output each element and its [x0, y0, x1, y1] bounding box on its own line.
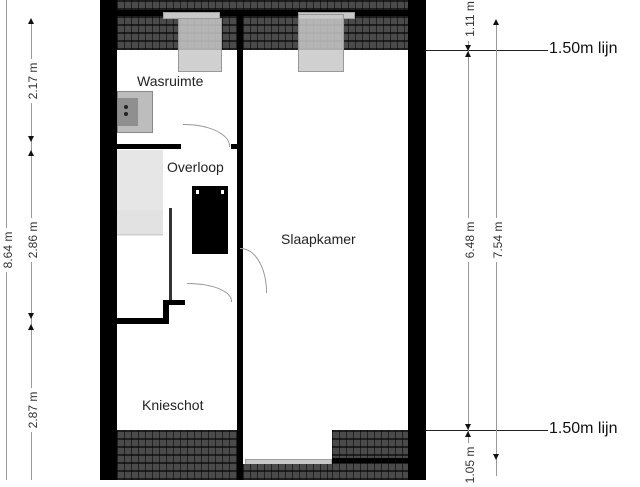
door-wasruimte[interactable] [183, 124, 230, 147]
stair-step [117, 222, 163, 235]
door-slaapkamer[interactable] [240, 248, 267, 293]
arrow-icon [493, 19, 499, 25]
room-label-slaapkamer: Slaapkamer [281, 231, 356, 247]
wall-bottom-beam [332, 458, 408, 463]
line-150m-bottom-label: 1.50m lijn [549, 420, 618, 437]
arrow-icon [28, 150, 34, 156]
hatch-hinge-icon [196, 190, 199, 194]
wall-right [408, 0, 426, 480]
knob-icon [124, 112, 128, 116]
arrow-icon [465, 431, 471, 437]
hatch [192, 186, 228, 254]
room-label-overloop: Overloop [167, 159, 224, 175]
wall-left [100, 0, 117, 480]
line-150m-top-label: 1.50m lijn [549, 40, 618, 57]
roof-tiles-bottom-right [332, 430, 408, 480]
wall-overloop-bottom [117, 318, 169, 324]
dimension-label-middle: 2.86 m [26, 218, 40, 262]
line-150m-top [426, 50, 548, 51]
skylight-slaapkamer [298, 14, 344, 72]
dimension-label-top-offset: 1.11 m [463, 0, 477, 41]
room-label-wasruimte: Wasruimte [137, 73, 204, 89]
knob-icon [124, 105, 128, 109]
wall-interior-vertical [237, 14, 243, 480]
staircase [117, 150, 163, 236]
arrow-icon [493, 454, 499, 460]
roof-tiles-top [117, 0, 408, 50]
dimension-label-total: 8.64 m [1, 228, 15, 272]
dimension-label-top: 2.17 m [26, 59, 40, 103]
wall-wasruimte-bottom-left [117, 144, 181, 149]
dimension-label-outer-height: 7.54 m [491, 218, 505, 262]
wall-overloop-bottom-short [169, 300, 185, 305]
wall-overloop-bottom-step [163, 300, 169, 324]
dimension-label-bottom: 2.87 m [26, 388, 40, 432]
roof-tiles-bottom-middle [243, 464, 332, 480]
arrow-icon [465, 45, 471, 51]
arrow-icon [28, 313, 34, 319]
arrow-icon [28, 18, 34, 24]
room-label-knieschot: Knieschot [142, 397, 204, 413]
line-150m-bottom [426, 430, 548, 431]
railing [169, 208, 172, 303]
arrow-icon [28, 324, 34, 330]
hatch-hinge-icon [221, 190, 224, 194]
dimension-label-inner-height: 6.48 m [463, 218, 477, 262]
washing-machine [117, 91, 153, 133]
arrow-icon [28, 136, 34, 142]
skylight-wasruimte [178, 18, 222, 72]
washing-machine-front [118, 98, 138, 126]
arrow-icon [465, 51, 471, 57]
dimension-label-bottom-offset: 1.05 m [463, 443, 477, 487]
wall-wasruimte-bottom-right [231, 144, 237, 149]
wall-top-beam [117, 10, 408, 16]
arrow-icon [465, 424, 471, 430]
roof-tiles-bottom-left [117, 430, 237, 480]
door-knieschot[interactable] [187, 283, 232, 302]
